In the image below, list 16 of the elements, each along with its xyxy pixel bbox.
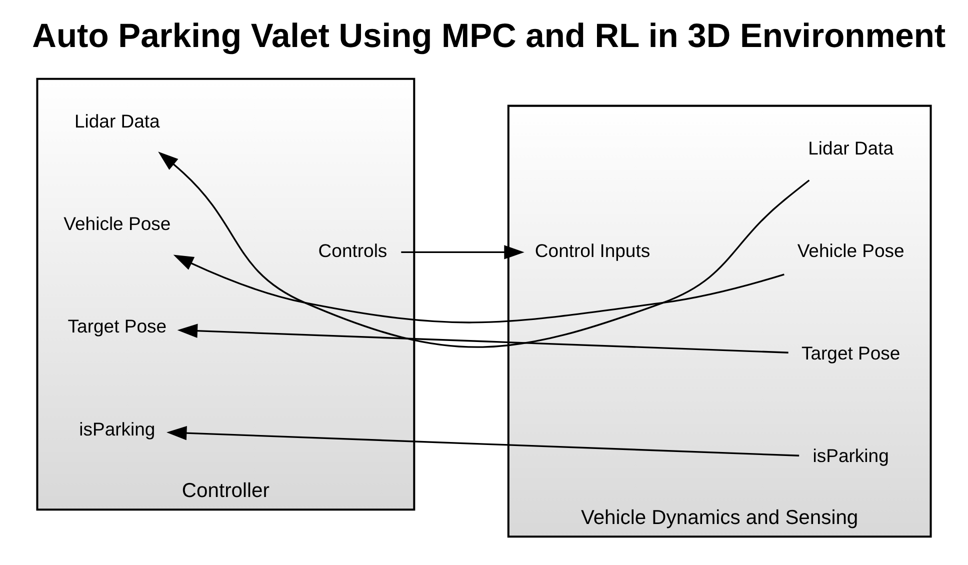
node-text: isParking: [79, 418, 156, 440]
node-text: Lidar Data: [808, 137, 894, 158]
node-text: Control Inputs: [534, 240, 650, 261]
node-text: Lidar Data: [74, 110, 160, 132]
node-text: Controls: [318, 240, 388, 261]
node-text: Vehicle Pose: [64, 213, 171, 234]
node-text: Vehicle Pose: [797, 240, 904, 261]
arrow: [177, 324, 788, 354]
arrow: [166, 426, 800, 456]
node-text: Target Pose: [801, 342, 900, 364]
node-text: Target Pose: [68, 316, 167, 337]
arrow: [401, 245, 524, 260]
arrow: [158, 152, 810, 348]
diagram-title: Auto Parking Valet Using MPC and RL in 3D Environment: [32, 18, 946, 55]
arrow: [173, 254, 784, 324]
node-text: isParking: [812, 445, 889, 466]
